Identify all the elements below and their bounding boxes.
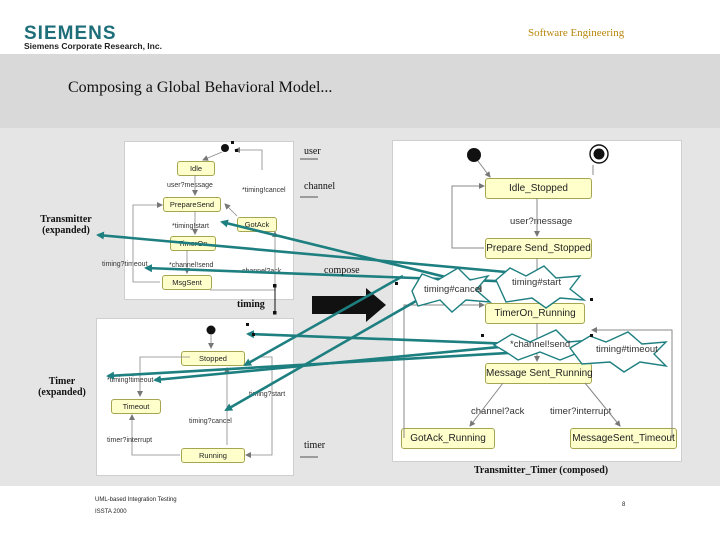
transmitter-panel: Idle PrepareSend TimerOn GotAck MsgSent … xyxy=(102,141,294,300)
state-timeron-running: TimerOn_Running xyxy=(485,303,585,324)
timer-caption-line2: (expanded) xyxy=(38,387,86,398)
mapping-arrows xyxy=(96,219,596,412)
state-messagesent-running: Message Sent_Running xyxy=(485,363,593,384)
transmitter-caption: Transmitter (expanded) xyxy=(30,214,102,236)
label-timing-start: *timing!start xyxy=(172,223,209,230)
label-channel-ack: channel?ack xyxy=(471,406,525,417)
timer-caption-line1: Timer xyxy=(48,376,76,387)
composed-label-timing-cancel: timing#cancel xyxy=(424,284,483,295)
composed-caption: Transmitter_Timer (composed) xyxy=(474,465,609,476)
label-timer-interrupt: timer?interrupt xyxy=(107,437,153,444)
slide-title: Composing a Global Behavioral Model... xyxy=(68,79,333,96)
state-timeout: Timeout xyxy=(111,399,161,414)
state-idle: Idle xyxy=(177,161,215,176)
composed-label-timing-timeout: timing#timeout xyxy=(596,344,658,355)
transmitter-caption-line2: (expanded) xyxy=(42,225,90,236)
footer-line2: ISSTA 2000 xyxy=(95,509,127,515)
transmitter-caption-line1: Transmitter xyxy=(40,214,92,225)
label-timer-interrupt: timer?interrupt xyxy=(550,406,612,417)
page-number: 8 xyxy=(622,502,626,508)
label-channel-send: *channel!send xyxy=(169,262,214,269)
state-gotack-running: GotAck_Running xyxy=(401,428,495,449)
state-running: Running xyxy=(181,448,245,463)
logo-subtitle: Siemens Corporate Research, Inc. xyxy=(24,41,162,51)
siemens-logo: SIEMENS xyxy=(24,23,117,44)
timer-initial-state xyxy=(206,325,216,335)
label-timing-cancel: *timing!cancel xyxy=(242,187,286,194)
footer-line1: UML-based Integration Testing xyxy=(95,497,177,503)
label-user-message: user?message xyxy=(167,182,213,189)
selection-markers xyxy=(231,141,593,337)
label-timing-start: timing?start xyxy=(249,391,286,398)
state-preparesend-stopped: Prepare Send_Stopped xyxy=(485,238,592,259)
note-channel: channel xyxy=(304,181,336,192)
title-band xyxy=(0,54,720,128)
composed-transitions xyxy=(403,144,673,438)
annotation-underlines xyxy=(300,158,318,458)
note-compose: compose xyxy=(324,265,360,276)
label-user-message: user?message xyxy=(510,216,573,227)
state-stopped: Stopped xyxy=(181,351,245,366)
subject-label: Software Engineering xyxy=(528,27,625,39)
composed-label-channel-send: *channel!send xyxy=(510,339,571,350)
label-timing-timeout: timing?timeout xyxy=(102,261,148,268)
label-timing-timeout: *timing!timeout xyxy=(107,377,154,384)
note-user: user xyxy=(304,146,321,157)
state-msgsent: MsgSent xyxy=(162,275,212,290)
state-messagesent-timeout: MessageSent_Timeout xyxy=(570,428,677,449)
state-preparesend: PrepareSend xyxy=(163,197,221,212)
state-idle-stopped: Idle_Stopped xyxy=(485,178,592,199)
timer-caption: Timer (expanded) xyxy=(30,376,94,398)
label-timing-cancel: timing?cancel xyxy=(189,418,232,425)
slide-header xyxy=(0,0,720,54)
note-timer: timer xyxy=(304,440,326,451)
composed-label-timing-start: timing#start xyxy=(512,277,562,288)
explosion-marks xyxy=(411,265,669,373)
transmitter-initial-state xyxy=(221,144,229,152)
composed-initial-state xyxy=(467,148,481,162)
note-timing: timing xyxy=(237,299,265,310)
timer-transitions xyxy=(129,325,273,458)
timer-panel: Stopped Timeout Running *timing!timeout … xyxy=(96,318,294,476)
